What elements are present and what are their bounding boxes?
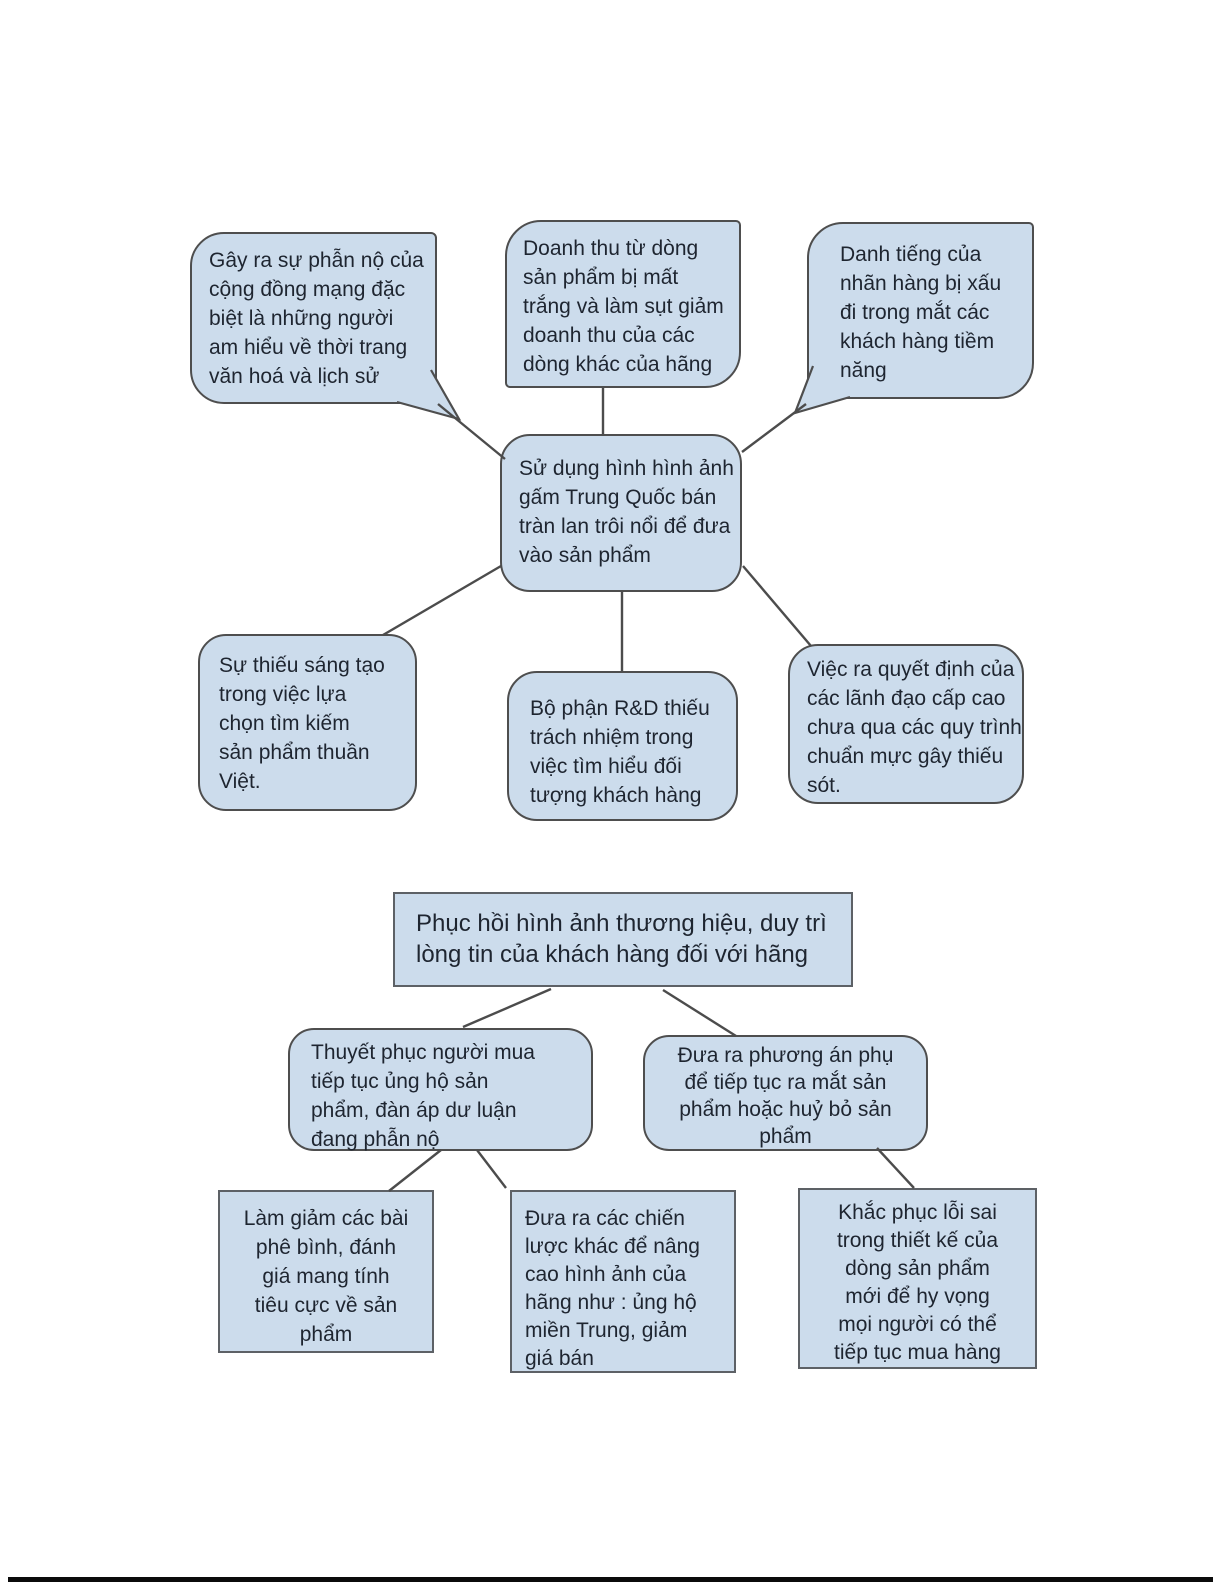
- node-strategy-persuade-buyers: Thuyết phục người mua tiếp tục ủng hộ sả…: [288, 1028, 593, 1151]
- node-text: Khắc phục lỗi sai trong thiết kế của dòn…: [834, 1201, 1001, 1364]
- connector-line: [388, 1149, 442, 1192]
- node-cause-rnd-irresponsibility: Bộ phận R&D thiếu trách nhiệm trong việc…: [507, 671, 738, 821]
- node-text: Làm giảm các bài phê bình, đánh giá mang…: [243, 1207, 409, 1346]
- node-action-other-strategies: Đưa ra các chiến lược khác để nâng cao h…: [510, 1190, 736, 1373]
- connector-line: [437, 403, 506, 460]
- node-cause-leadership-decisions: Việc ra quyết định của các lãnh đạo cấp …: [788, 644, 1024, 804]
- node-action-reduce-negative-reviews: Làm giảm các bài phê bình, đánh giá mang…: [218, 1190, 434, 1353]
- connector-line: [662, 988, 737, 1038]
- connector-line: [462, 987, 552, 1029]
- node-text: Bộ phận R&D thiếu trách nhiệm trong việc…: [530, 697, 710, 807]
- node-text: Đưa ra các chiến lược khác để nâng cao h…: [525, 1207, 700, 1370]
- connector-line: [741, 403, 807, 453]
- connector-line: [476, 1149, 507, 1189]
- node-effect-brand-reputation: Danh tiếng của nhãn hàng bị xấu đi trong…: [807, 222, 1034, 399]
- node-cause-lack-of-creativity: Sự thiếu sáng tạo trong việc lựa chọn tì…: [198, 634, 417, 811]
- node-text: Sử dụng hình hình ảnh gấm Trung Quốc bán…: [519, 457, 734, 567]
- node-text: Gây ra sự phẫn nộ của cộng đồng mạng đặc…: [209, 249, 424, 388]
- node-text: Danh tiếng của nhãn hàng bị xấu đi trong…: [840, 243, 1002, 382]
- node-goal-restore-brand-image: Phục hồi hình ảnh thương hiệu, duy trì l…: [393, 892, 853, 987]
- node-text: Phục hồi hình ảnh thương hiệu, duy trì l…: [416, 910, 827, 968]
- node-text: Sự thiếu sáng tạo trong việc lựa chọn tì…: [219, 654, 385, 793]
- node-strategy-backup-plan: Đưa ra phương án phụ để tiếp tục ra mắt …: [643, 1035, 928, 1151]
- connector-line: [742, 565, 812, 647]
- node-action-fix-design-errors: Khắc phục lỗi sai trong thiết kế của dòn…: [798, 1188, 1037, 1369]
- connector-line: [382, 564, 502, 637]
- node-text: Doanh thu từ dòng sản phẩm bị mất trắng …: [523, 237, 724, 376]
- node-text: Việc ra quyết định của các lãnh đạo cấp …: [807, 658, 1022, 797]
- node-effect-revenue-loss: Doanh thu từ dòng sản phẩm bị mất trắng …: [505, 220, 741, 388]
- node-effect-community-outrage: Gây ra sự phẫn nộ của cộng đồng mạng đặc…: [190, 232, 437, 404]
- node-issue-center: Sử dụng hình hình ảnh gấm Trung Quốc bán…: [500, 434, 742, 592]
- node-text: Đưa ra phương án phụ để tiếp tục ra mắt …: [677, 1044, 894, 1148]
- connector-line: [876, 1147, 915, 1189]
- page-bottom-edge: [8, 1577, 1213, 1582]
- node-text: Thuyết phục người mua tiếp tục ủng hộ sả…: [311, 1041, 535, 1151]
